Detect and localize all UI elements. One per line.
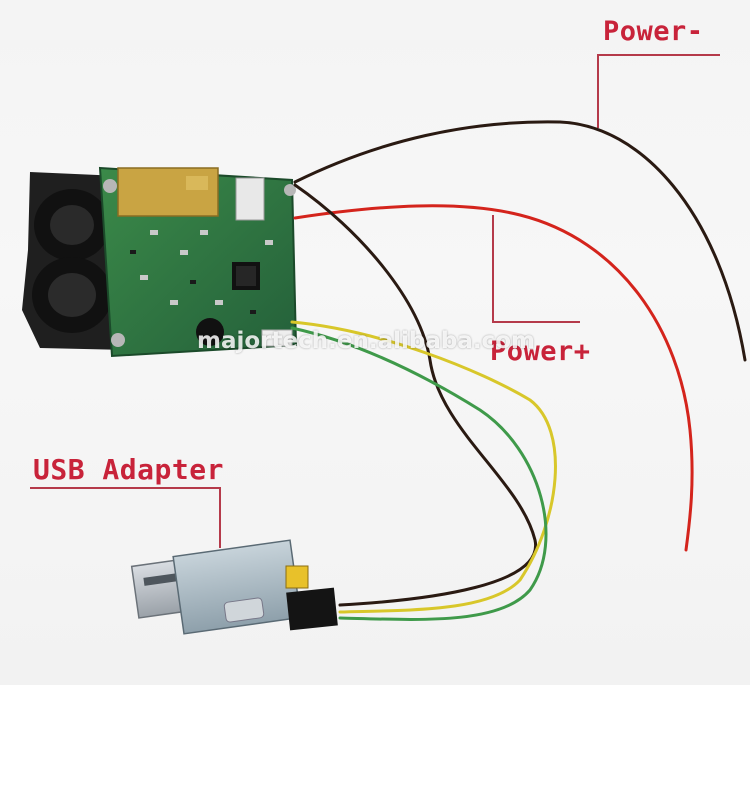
usb-adapter-label: USB Adapter xyxy=(33,453,224,486)
usb-adapter xyxy=(130,539,338,635)
power-minus-label: Power- xyxy=(603,16,704,47)
red-wire-power-plus xyxy=(293,204,694,552)
laser-lens-housing xyxy=(22,172,128,350)
black-wire-power-minus xyxy=(293,120,747,362)
power-minus-callout-line xyxy=(597,54,720,128)
pcb-board xyxy=(98,166,298,358)
power-plus-label: Power+ xyxy=(490,336,591,367)
callout-lines xyxy=(30,54,720,548)
yellow-wire-to-usb xyxy=(290,320,557,614)
watermark-text: majortech.en.alibaba.com xyxy=(197,328,535,354)
green-wire-to-usb xyxy=(290,326,548,621)
wires xyxy=(290,120,747,621)
power-plus-callout-line xyxy=(492,215,580,323)
black-wire-to-usb xyxy=(293,183,537,607)
usb-callout-line xyxy=(30,487,221,548)
